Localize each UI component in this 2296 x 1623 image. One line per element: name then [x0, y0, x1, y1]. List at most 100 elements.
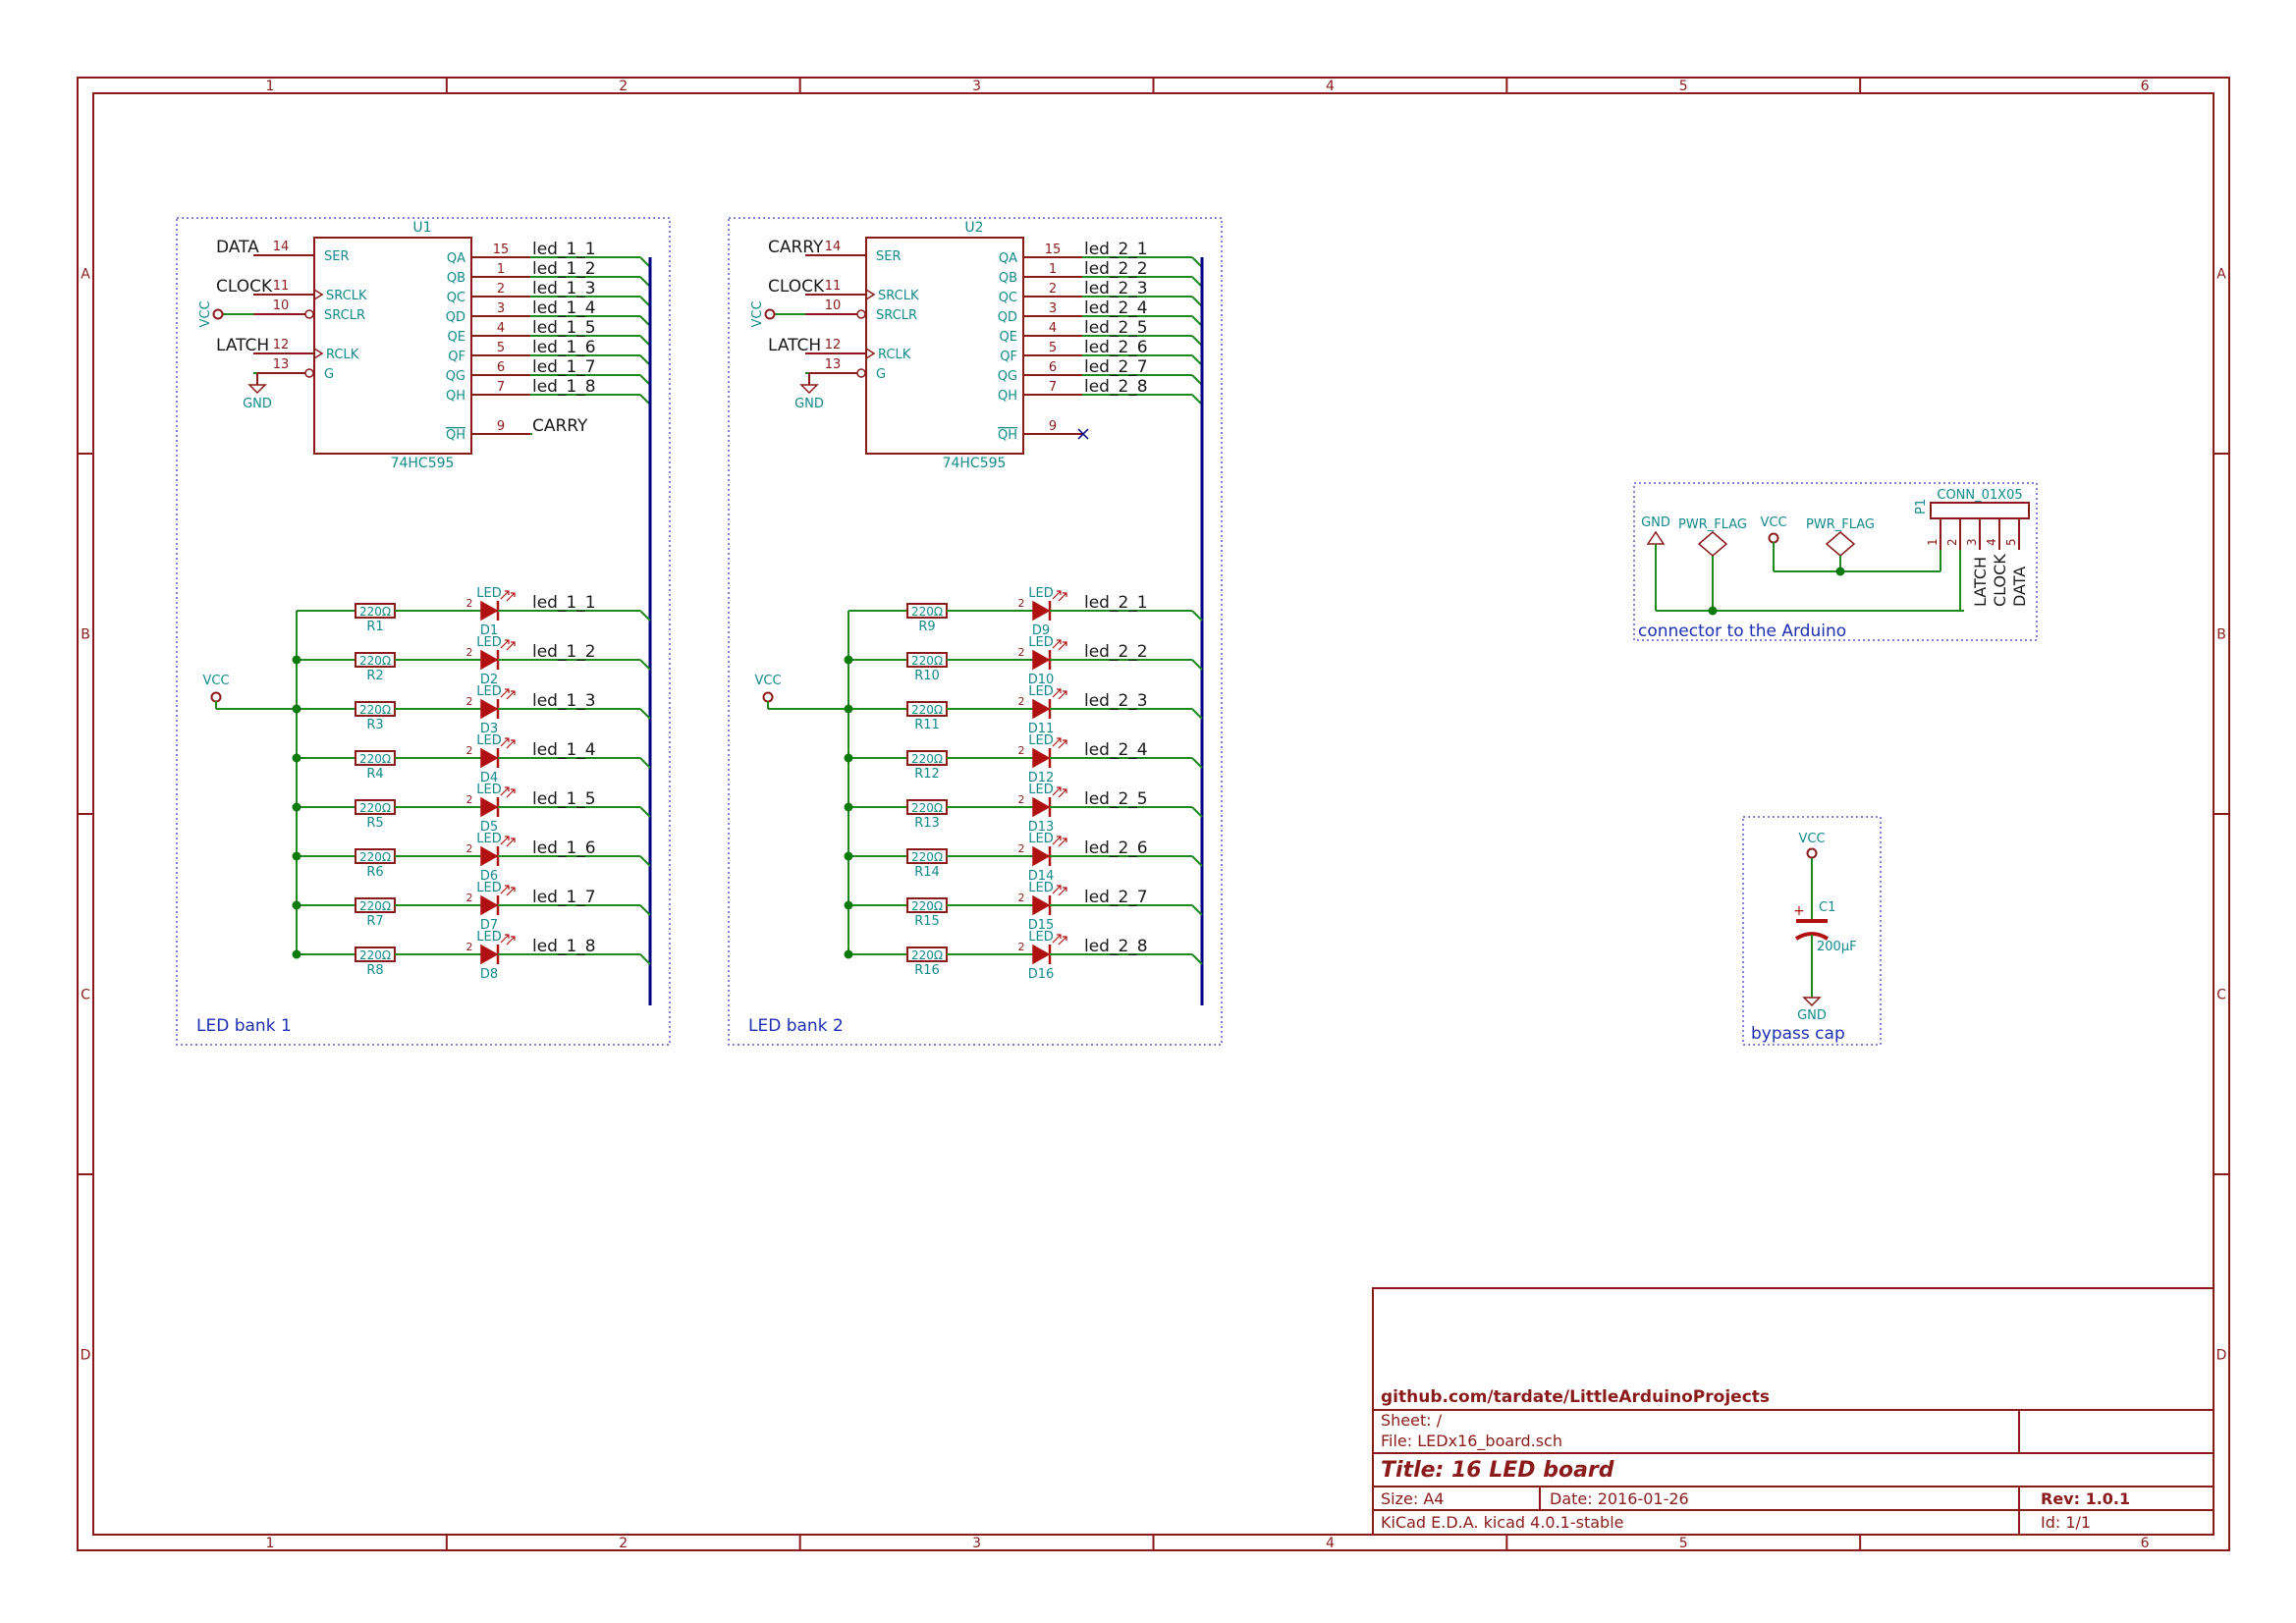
- resistor-reference: R16: [914, 963, 940, 978]
- pin-name: QA: [999, 251, 1017, 266]
- column-label-bottom: 2: [619, 1536, 628, 1551]
- gnd-label: GND: [243, 397, 272, 411]
- resistor-value: 220Ω: [911, 703, 943, 717]
- pin-name: QH: [998, 389, 1017, 404]
- sheet-id: Id: 1/1: [2041, 1513, 2091, 1532]
- pin-number: 12: [273, 338, 290, 352]
- net-label: led_2_5: [1084, 318, 1148, 338]
- gnd-label: GND: [794, 397, 824, 411]
- pin-number: 1: [1049, 262, 1057, 277]
- column-label-bottom: 5: [1679, 1536, 1688, 1551]
- ic-value: 74HC595: [391, 456, 455, 471]
- shift-register-body: [313, 237, 472, 455]
- pin-number: 9: [497, 419, 505, 434]
- led-reference: D13: [1028, 820, 1055, 835]
- ic-reference: U2: [964, 220, 983, 236]
- bus-entry: [639, 757, 651, 769]
- net-label: LATCH: [216, 336, 269, 355]
- pin-name: QE: [448, 330, 465, 345]
- net-label: led_1_4: [532, 298, 596, 318]
- led-value: LED: [1028, 586, 1053, 601]
- connector-value: CONN_01X05: [1937, 488, 2022, 503]
- pin-name: SER: [876, 249, 902, 264]
- inner-border: [92, 92, 2214, 1536]
- bus-entry: [1191, 855, 1203, 867]
- shift-register-body: [865, 237, 1024, 455]
- pin-name: QH: [446, 428, 465, 443]
- led-icon: [1032, 796, 1051, 818]
- resistor-reference: R10: [914, 669, 940, 683]
- bank-1-outline: [176, 217, 671, 1046]
- led-light-arrows: [1052, 934, 1067, 946]
- net-label: led_1_8: [532, 937, 596, 956]
- bus-entry: [639, 953, 651, 965]
- led-light-arrows: [1052, 590, 1067, 602]
- clock-marker: [313, 348, 324, 359]
- net-label: led_2_4: [1084, 298, 1148, 318]
- net-label: led_2_8: [1084, 937, 1148, 956]
- vcc-label: VCC: [198, 300, 213, 327]
- led-value: LED: [476, 881, 501, 895]
- led-light-arrows: [500, 590, 516, 602]
- pin-number: 2: [1018, 646, 1025, 659]
- bus-entry: [639, 904, 651, 916]
- vcc-label: VCC: [1798, 832, 1825, 846]
- pin-number: 2: [1018, 597, 1025, 610]
- resistor-value: 220Ω: [911, 605, 943, 619]
- net-label: led_1_7: [532, 357, 596, 377]
- net-label: led_2_7: [1084, 357, 1148, 377]
- pin-number: 2: [466, 744, 473, 757]
- pin-number: 7: [1049, 380, 1057, 395]
- led-reference: D12: [1028, 771, 1055, 785]
- resistor-reference: R8: [366, 963, 383, 978]
- pin-number: 14: [825, 240, 842, 254]
- pin-name: QB: [447, 271, 465, 286]
- pin-number: 11: [273, 279, 290, 294]
- vcc-label: VCC: [202, 674, 229, 688]
- pin-number: 2: [1018, 842, 1025, 855]
- pin-number: 2: [466, 793, 473, 806]
- junction-dot: [844, 655, 853, 665]
- net-label: CLOCK: [768, 277, 825, 297]
- net-label: CLOCK: [216, 277, 273, 297]
- pin-name: SRCLK: [878, 289, 919, 303]
- pin-number: 1: [497, 262, 505, 277]
- resistor-value: 220Ω: [359, 801, 391, 815]
- net-label: led_2_8: [1084, 377, 1148, 397]
- net-label: led_1_7: [532, 888, 596, 907]
- led-icon: [1032, 944, 1051, 965]
- led-icon: [480, 894, 499, 916]
- bus-entry: [639, 708, 651, 720]
- bus-entry: [1191, 354, 1203, 366]
- net-label: CARRY: [532, 416, 588, 436]
- column-label-top: 2: [619, 79, 628, 94]
- inversion-bubble: [304, 368, 314, 378]
- net-label: led_2_5: [1084, 789, 1148, 809]
- row-label-right: B: [2216, 627, 2226, 643]
- resistor-value: 220Ω: [911, 654, 943, 668]
- net-label: CLOCK: [1991, 554, 2009, 607]
- ic-reference: U1: [412, 220, 431, 236]
- pin-number: 13: [825, 357, 842, 372]
- connector-reference: P1: [1914, 499, 1929, 514]
- bus-entry: [1191, 276, 1203, 288]
- led-value: LED: [1028, 930, 1053, 945]
- resistor-reference: R1: [366, 620, 383, 634]
- paper-size: Size: A4: [1381, 1489, 1444, 1508]
- led-icon: [1032, 747, 1051, 769]
- pin-name: QG: [998, 369, 1017, 384]
- sheet-boxes: [176, 217, 2038, 1046]
- column-label-bottom: 6: [2141, 1536, 2150, 1551]
- resistor-value: 220Ω: [359, 654, 391, 668]
- pin-name: QH: [998, 428, 1017, 443]
- net-label: led_2_2: [1084, 642, 1148, 662]
- pin-name: G: [324, 367, 334, 382]
- led-reference: D2: [480, 673, 498, 687]
- column-label-bottom: 1: [265, 1536, 274, 1551]
- column-label-top: 1: [265, 79, 274, 94]
- capacitor-value: 200µF: [1817, 940, 1857, 954]
- bus-entry: [639, 354, 651, 366]
- bus-entry: [639, 659, 651, 671]
- pin-name: RCLK: [326, 348, 359, 362]
- pin-number: 15: [1045, 243, 1062, 257]
